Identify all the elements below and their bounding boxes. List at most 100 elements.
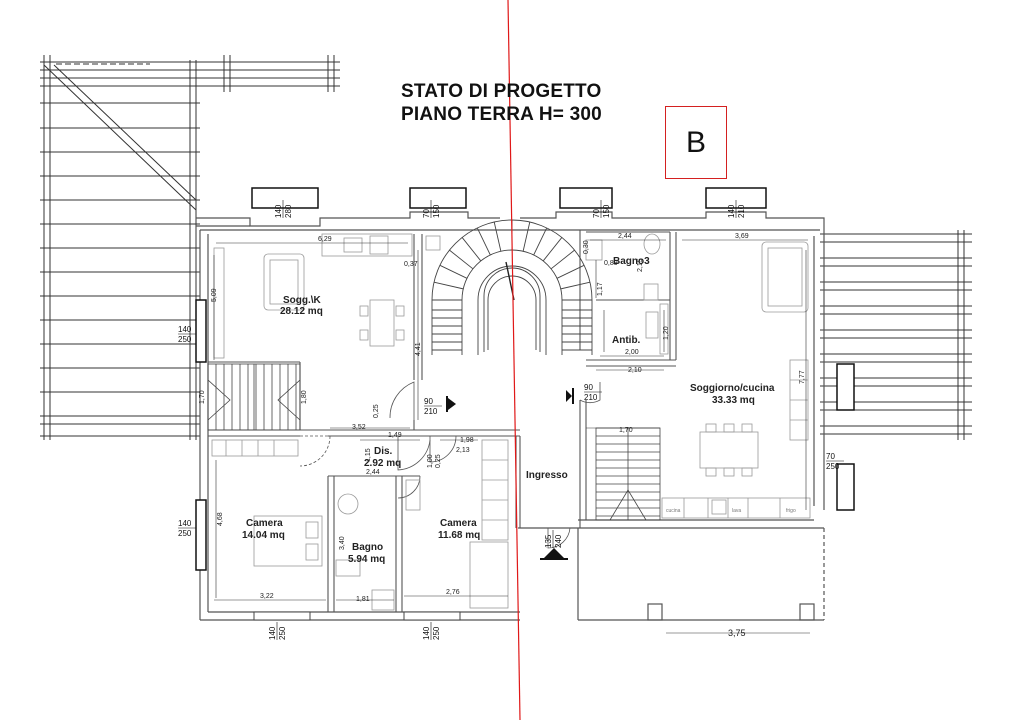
furniture — [211, 233, 811, 611]
stair-tread — [476, 227, 491, 256]
opening-bottom: 150 — [602, 204, 611, 218]
dim-text: 2,00 — [625, 349, 639, 356]
dim-text: 2,13 — [456, 447, 470, 454]
opening-w-left1: 140 250 — [178, 325, 196, 344]
section-cut-line — [507, 0, 521, 720]
opening-bottom: 150 — [432, 204, 441, 218]
dim-text: 0,25 — [435, 454, 442, 468]
stair-tread — [439, 264, 468, 279]
dim-text: 1,15 — [365, 448, 372, 462]
opening-bottom: 210 — [424, 407, 438, 416]
dimension-texts: 6,29 2,44 3,69 0,37 0,89 2,00 2,10 1,70 … — [199, 233, 806, 638]
dim-text: 1,70 — [619, 427, 633, 434]
opening-top: 140 — [274, 204, 283, 218]
opening-top: 90 — [584, 383, 593, 392]
right-pergola — [820, 230, 972, 440]
stair-tread — [550, 249, 575, 270]
dim-text: 7,77 — [799, 370, 806, 384]
dim-text: 1,80 — [301, 390, 308, 404]
dim-text: 0,89 — [604, 260, 618, 267]
dim-text: 1,98 — [460, 437, 474, 444]
opening-d-entry: 135 240 — [544, 530, 563, 548]
spiral-staircase — [431, 219, 593, 355]
tag-kitchen: cucina — [666, 508, 681, 514]
opening-bottom: 210 — [737, 204, 746, 218]
room-area-soggiorno: 33.33 mq — [712, 395, 755, 406]
stair-tread — [533, 227, 548, 256]
side-windows — [195, 299, 855, 571]
opening-bottom: 250 — [178, 529, 192, 538]
dim-text: 4,68 — [217, 512, 224, 526]
section-label-box: B — [665, 106, 727, 179]
opening-bottom: 280 — [284, 204, 293, 218]
dimension-lines — [213, 239, 810, 634]
room-area-dis: 2.92 mq — [364, 458, 401, 469]
tag-fridge: frigo — [786, 508, 796, 514]
stair-tread — [433, 281, 464, 290]
room-area-sogg: 28.12 mq — [280, 306, 323, 317]
opening-bottom: 210 — [584, 393, 598, 402]
room-name-bagno3: Bagno3 — [613, 256, 650, 267]
opening-bottom: 250 — [178, 335, 192, 344]
dim-text: 0,30 — [583, 240, 590, 254]
left-pergola — [40, 55, 340, 440]
title-line-2: PIANO TERRA H= 300 — [401, 104, 602, 125]
dim-text: 0,25 — [373, 404, 380, 418]
room-area-camera1: 14.04 mq — [242, 530, 285, 541]
drawing-title: STATO DI PROGETTO PIANO TERRA H= 300 — [401, 80, 602, 126]
dim-text: 1,00 — [427, 454, 434, 468]
dim-text: 6,29 — [318, 236, 332, 243]
opening-top: 140 — [727, 204, 736, 218]
dim-text: 3,40 — [339, 536, 346, 550]
opening-w-top1: 140 280 — [274, 200, 293, 218]
room-name-soggiorno: Soggiorno/cucina — [690, 383, 775, 394]
dim-text: 1,49 — [388, 432, 402, 439]
room-name-antib: Antib. — [612, 335, 641, 346]
door-markers — [446, 388, 574, 560]
opening-w-bot2: 140 250 — [422, 622, 441, 640]
dim-text: 2,15 — [637, 258, 644, 272]
room-name-ingresso: Ingresso — [526, 470, 568, 481]
dim-text: 4,41 — [415, 342, 422, 356]
door-swings — [299, 381, 601, 549]
opening-top: 70 — [422, 209, 431, 218]
opening-top: 140 — [268, 626, 277, 640]
opening-top: 140 — [422, 626, 431, 640]
stair-tread — [522, 221, 531, 252]
dim-text: 0,37 — [404, 261, 418, 268]
room-name-dis: Dis. — [374, 446, 393, 457]
stairs-left — [207, 363, 301, 431]
stair-tread — [449, 249, 474, 270]
room-area-bagno: 5.94 mq — [348, 554, 385, 565]
dim-text: 1,81 — [356, 596, 370, 603]
opening-w-top2: 70 150 — [422, 200, 441, 218]
room-name-camera2: Camera — [440, 518, 477, 529]
opening-bottom: 250 — [432, 626, 441, 640]
stair-tread — [493, 221, 502, 252]
dim-text: 3,75 — [728, 628, 746, 638]
room-area-camera2: 11.68 mq — [438, 530, 480, 541]
dim-text: 1,17 — [597, 282, 604, 296]
dim-text: 5,09 — [211, 288, 218, 302]
stair-tread — [461, 237, 482, 262]
bottom-windows — [253, 611, 461, 621]
opening-w-bot1: 140 250 — [268, 622, 287, 640]
dim-text: 3,22 — [260, 593, 274, 600]
opening-labels: 140 280 70 150 70 150 140 210 140 250 14… — [178, 200, 844, 640]
stair-tread — [560, 281, 591, 290]
title-line-1: STATO DI PROGETTO — [401, 81, 602, 102]
room-name-sogg: Sogg.\K — [283, 295, 322, 306]
opening-d-right: 90 210 — [584, 383, 602, 402]
section-label: B — [685, 125, 706, 159]
opening-top: 135 — [544, 534, 553, 548]
opening-bottom: 240 — [554, 534, 563, 548]
opening-bottom: 250 — [826, 462, 840, 471]
tag-wash: lava — [732, 508, 741, 514]
interior-walls — [208, 230, 677, 612]
dim-text: 2,76 — [446, 589, 460, 596]
top-windows — [251, 187, 767, 209]
dim-text: 1,20 — [663, 326, 670, 340]
opening-top: 70 — [592, 209, 601, 218]
opening-w-left2: 140 250 — [178, 519, 196, 538]
